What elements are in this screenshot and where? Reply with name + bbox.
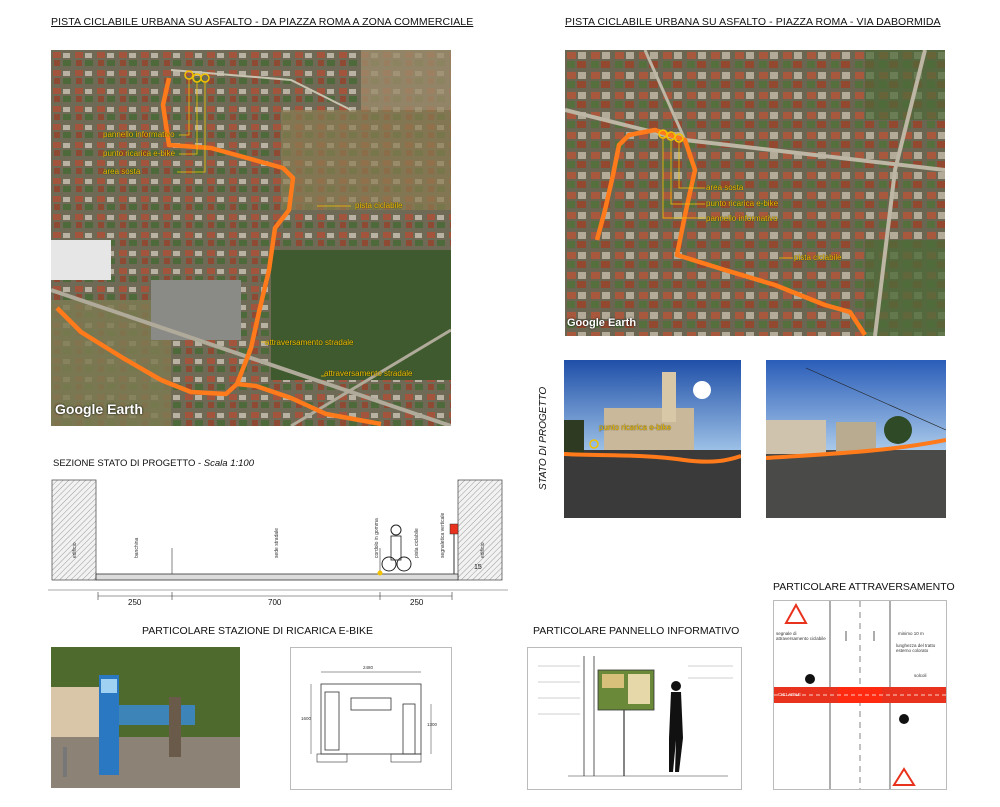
ricarica-dim-width: 2480 xyxy=(363,665,374,670)
left-google-earth-watermark: Google Earth xyxy=(55,401,143,417)
right-google-earth-watermark: Google Earth xyxy=(567,317,637,329)
photo-piazza-church: punto ricarica e-bike xyxy=(564,360,741,518)
photo-street-view xyxy=(766,360,946,518)
right-label-sosta: area sosta xyxy=(706,183,744,192)
left-label-pista: pista ciclabile xyxy=(355,201,403,210)
photo-piazza-church-drawing xyxy=(564,360,741,518)
attraversamento-title: PARTICOLARE ATTRAVERSAMENTO xyxy=(773,581,955,593)
ricarica-technical-drawing-svg xyxy=(310,671,432,763)
section-height-15: 15 xyxy=(474,564,482,571)
section-label-banchina: banchina xyxy=(134,537,140,558)
ricarica-station-photo xyxy=(51,647,240,788)
right-map-title: PISTA CICLABILE URBANA SU ASFALTO - PIAZ… xyxy=(565,16,941,28)
photo-label-ricarica: punto ricarica e-bike xyxy=(599,423,672,432)
photo-street-view-drawing xyxy=(766,360,946,518)
left-label-attr2: attraversamento stradale xyxy=(324,369,413,378)
pannello-title: PARTICOLARE PANNELLO INFORMATIVO xyxy=(533,625,740,637)
left-bike-route xyxy=(55,77,382,426)
section-dim-700: 700 xyxy=(268,598,282,607)
ricarica-dim-h1: 1600 xyxy=(301,716,312,721)
ricarica-station-photo-drawing xyxy=(51,647,240,788)
right-bike-route xyxy=(594,127,867,336)
left-label-attr1: attraversamento stradale xyxy=(265,338,354,347)
left-map-title: PISTA CICLABILE URBANA SU ASFALTO - DA P… xyxy=(51,16,474,28)
ricarica-title: PARTICOLARE STAZIONE DI RICARICA E-BIKE xyxy=(142,625,374,637)
left-map-drawing xyxy=(51,50,451,426)
right-label-pannello: pannello informativo xyxy=(706,214,778,223)
stato-progetto-label: STATO DI PROGETTO xyxy=(538,386,549,490)
section-title: SEZIONE STATO DI PROGETTO - Scala 1:100 xyxy=(53,458,254,469)
section-label-sede: sede stradale xyxy=(274,527,280,558)
attraversamento-svg xyxy=(774,601,946,789)
section-scale: Scala 1:100 xyxy=(203,458,254,469)
attr-label-minimo: minimo 10 m xyxy=(898,631,924,636)
section-title-text: SEZIONE STATO DI PROGETTO - xyxy=(53,458,204,469)
section-label-edificio-right: edificio xyxy=(480,542,486,558)
section-label-pista: pista ciclabile xyxy=(414,528,420,558)
ricarica-technical-drawing: 2480 1600 1300 xyxy=(290,647,452,790)
attr-label-solcoli: solcoli xyxy=(914,673,927,678)
right-label-pista: pista ciclabile xyxy=(794,253,842,262)
left-label-sosta: area sosta xyxy=(103,167,141,176)
right-label-ricarica: punto ricarica e-bike xyxy=(706,199,779,208)
ricarica-dim-h2: 1300 xyxy=(427,722,438,727)
attr-label-ciclabile: CICLABILE xyxy=(778,692,802,697)
left-aerial-map: pannello informativo punto ricarica e-bi… xyxy=(51,50,451,426)
section-dim-250-right: 250 xyxy=(410,598,424,607)
pannello-technical-drawing xyxy=(527,647,742,790)
left-label-ricarica: punto ricarica e-bike xyxy=(103,149,176,158)
section-dim-250-left: 250 xyxy=(128,598,142,607)
pannello-technical-drawing-svg xyxy=(538,656,733,777)
attr-label-segnale: segnale di attraversamento ciclabile xyxy=(776,631,826,641)
right-map-drawing xyxy=(565,50,945,336)
cross-section-svg xyxy=(48,479,508,600)
attraversamento-technical-drawing: segnale di attraversamento ciclabile min… xyxy=(773,600,947,790)
section-label-edificio-left: edificio xyxy=(72,542,78,558)
left-label-pannello: pannello informativo xyxy=(103,130,175,139)
attr-label-lunghezza: lunghezza del tratto esterno colorato xyxy=(896,643,936,653)
cross-section-drawing: edificio banchina sede stradale cordolo … xyxy=(48,478,508,608)
section-label-cordolo: cordolo in gomma xyxy=(374,518,380,558)
right-aerial-map: area sosta punto ricarica e-bike pannell… xyxy=(565,50,945,336)
section-label-segnaletica: segnaletica verticale xyxy=(440,512,446,558)
